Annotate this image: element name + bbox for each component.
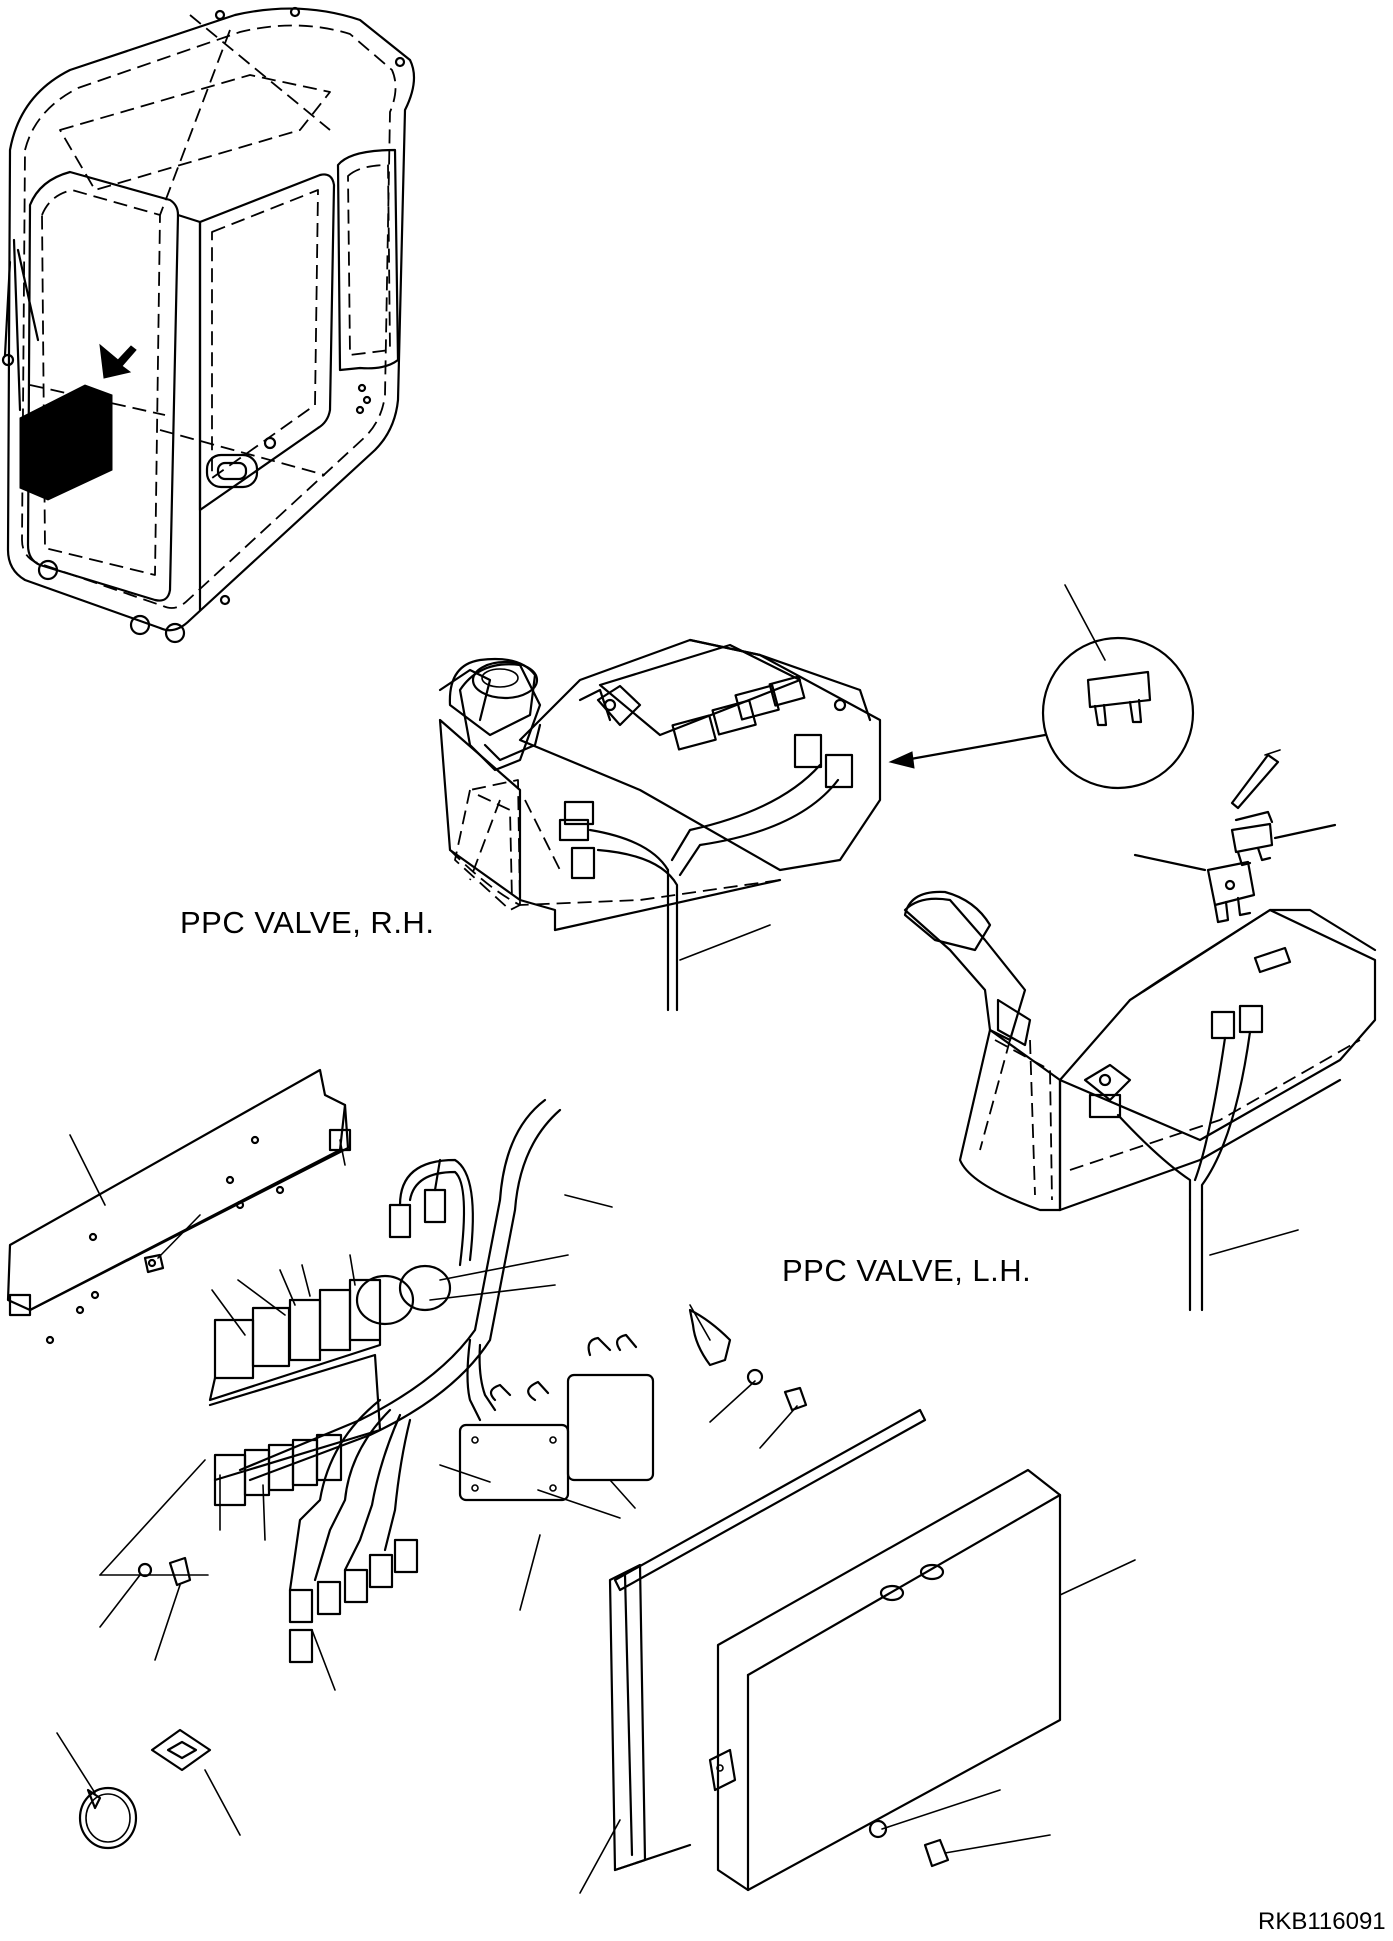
relay-panel-assembly bbox=[8, 1070, 1060, 1890]
ppc-valve-rh-label: PPC VALVE, R.H. bbox=[180, 905, 435, 940]
ppc-valve-lh-label: PPC VALVE, L.H. bbox=[782, 1253, 1032, 1288]
leader-lines bbox=[57, 585, 1298, 1893]
cab-illustration bbox=[3, 8, 414, 642]
switch-parts bbox=[1135, 755, 1335, 922]
drawing-code: RKB116091 bbox=[1258, 1908, 1386, 1935]
ppc-valve-lh-illustration bbox=[905, 892, 1375, 1310]
ppc-valve-rh-illustration bbox=[440, 640, 880, 1010]
fuse-callout bbox=[890, 638, 1193, 788]
